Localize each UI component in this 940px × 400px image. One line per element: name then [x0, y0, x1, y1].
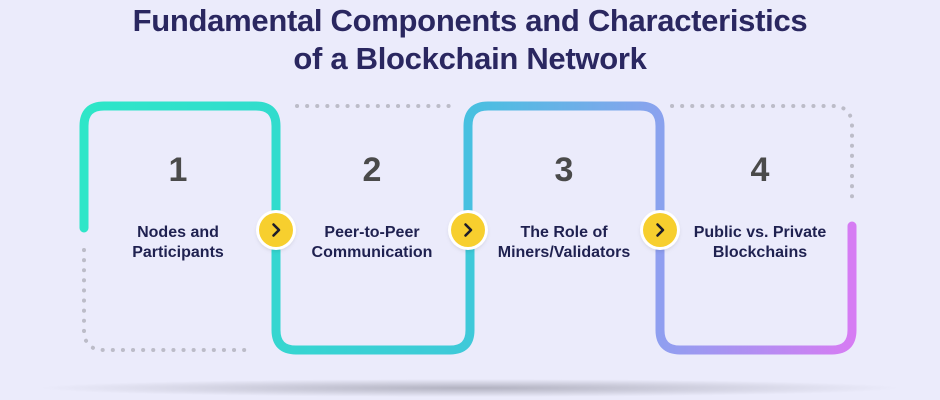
chevron-right-icon: [272, 223, 281, 237]
title-line-1: Fundamental Components and Characteristi…: [132, 3, 808, 38]
chevron-right-icon: [464, 223, 473, 237]
step-label: Public vs. Private Blockchains: [670, 223, 850, 263]
step-number: 1: [168, 151, 188, 189]
title-line-2: of a Blockchain Network: [293, 41, 647, 76]
step-label-line-1: Public vs. Private: [693, 224, 827, 241]
step-label-line-2: Communication: [311, 244, 433, 261]
step-number: 3: [554, 151, 574, 189]
step-1: 1 Nodes and Participants: [88, 150, 268, 263]
dotted-path-1: [82, 248, 254, 352]
step-number: 4: [750, 151, 770, 189]
step-3: 3 The Role of Miners/Validators: [474, 150, 654, 263]
step-label-line-2: Participants: [132, 244, 224, 261]
step-2: 2 Peer-to-Peer Communication: [282, 150, 462, 263]
solid-path-2: [271, 239, 475, 355]
step-label-line-2: Miners/Validators: [497, 244, 631, 261]
step-label-line-2: Blockchains: [712, 244, 808, 261]
step-label-line-1: The Role of: [520, 224, 608, 241]
step-label-line-1: Peer-to-Peer: [324, 224, 420, 241]
step-4: 4 Public vs. Private Blockchains: [670, 150, 850, 263]
page-title: Fundamental Components and Characteristi…: [0, 2, 940, 78]
connector-arrow-3: [643, 213, 677, 247]
connector-arrow-2: [451, 213, 485, 247]
step-number: 2: [362, 151, 382, 189]
step-label: Peer-to-Peer Communication: [282, 223, 462, 263]
chevron-right-icon: [656, 223, 665, 237]
step-label: The Role of Miners/Validators: [474, 223, 654, 263]
solid-path-1: [79, 101, 281, 233]
solid-path-4: [655, 221, 857, 355]
dotted-path-3: [670, 104, 854, 207]
solid-path-3: [463, 101, 665, 219]
connector-arrow-1: [259, 213, 293, 247]
step-label: Nodes and Participants: [88, 223, 268, 263]
step-label-line-1: Nodes and: [137, 224, 219, 241]
floor-shadow: [40, 379, 900, 397]
